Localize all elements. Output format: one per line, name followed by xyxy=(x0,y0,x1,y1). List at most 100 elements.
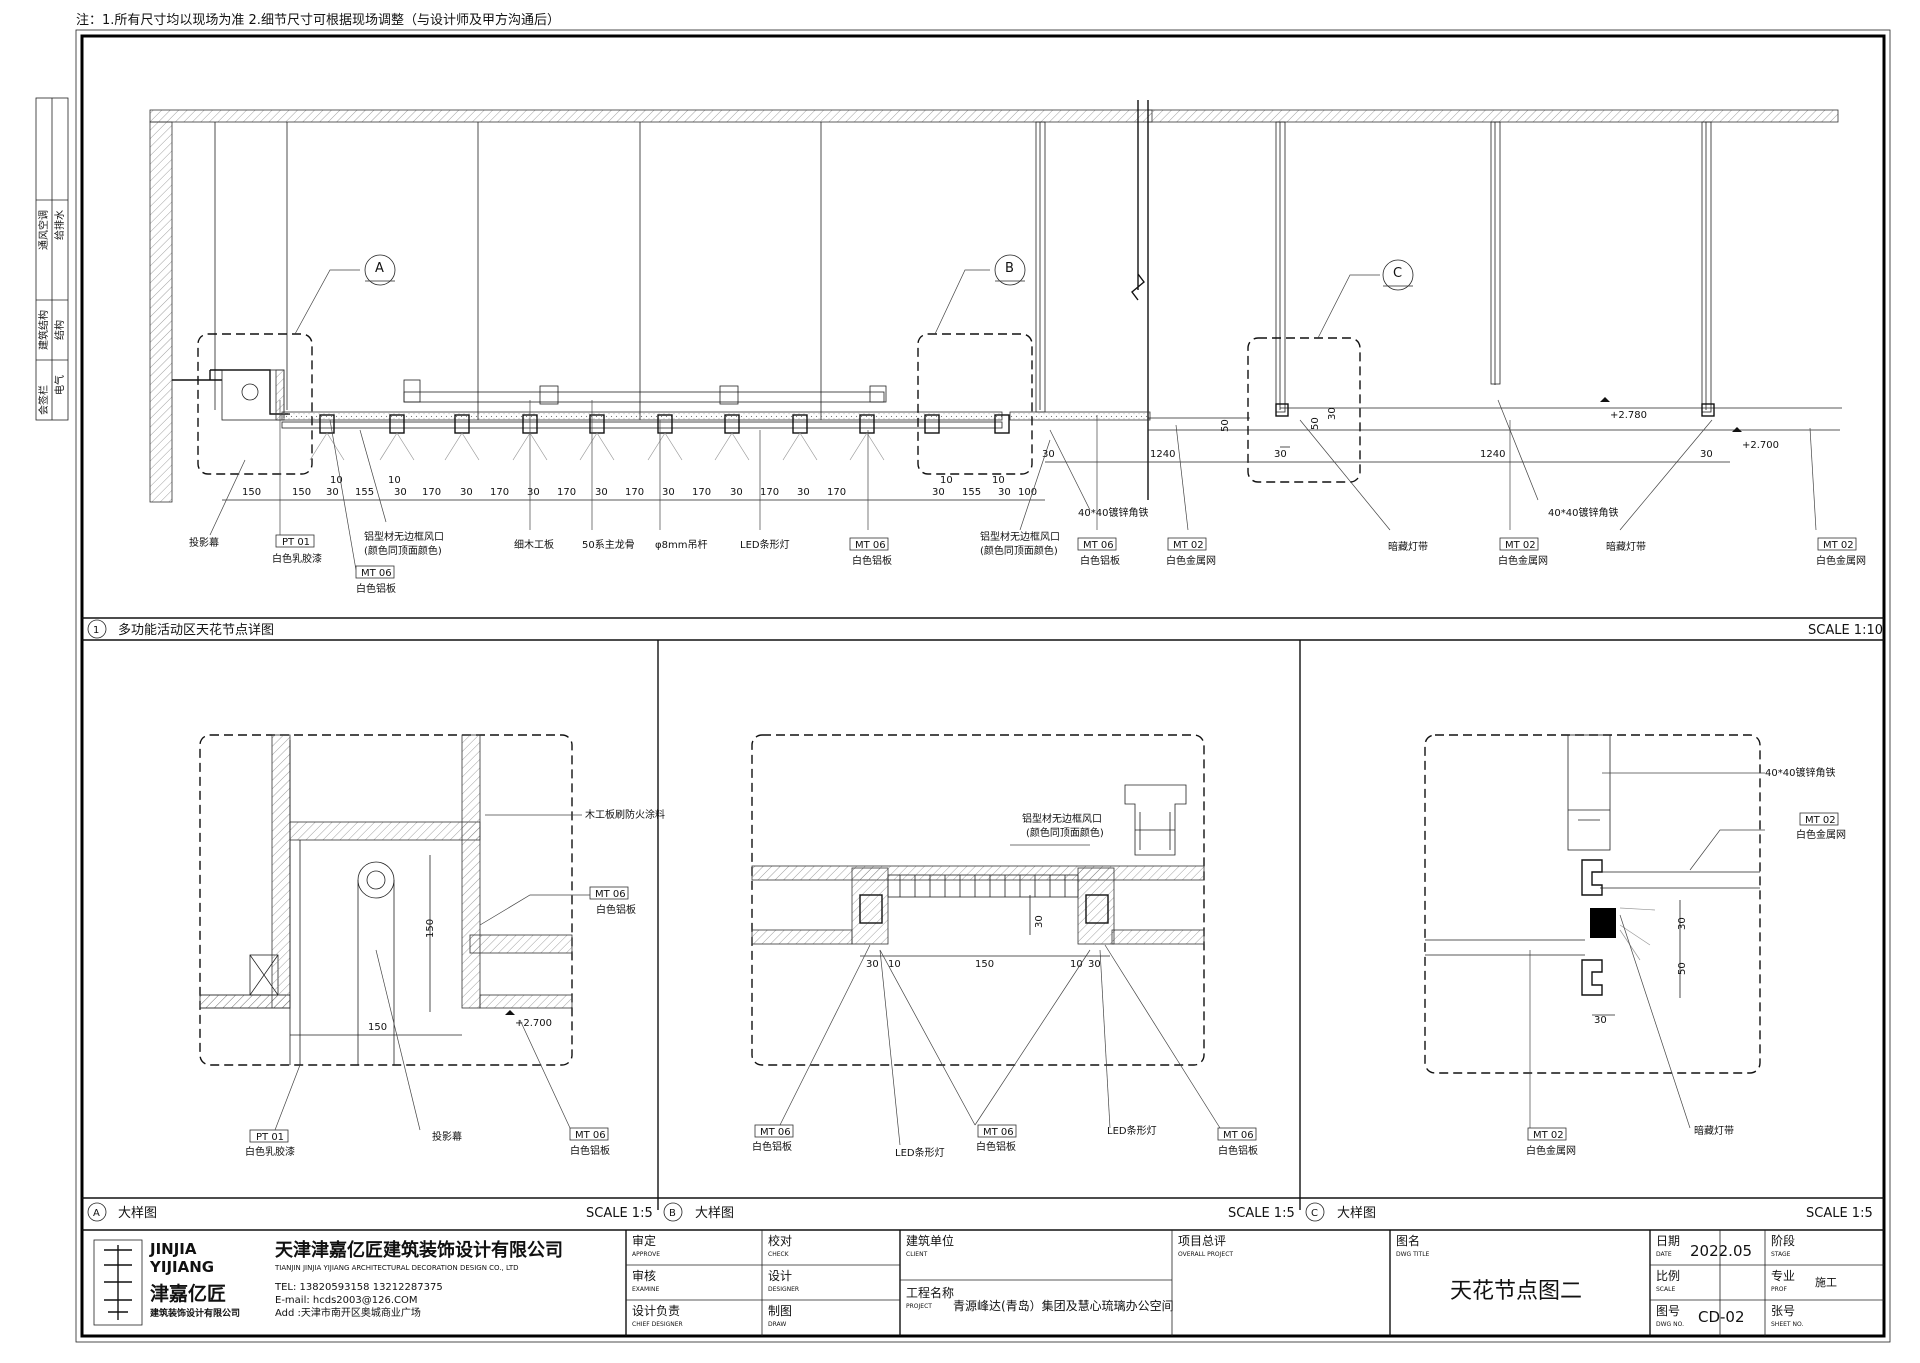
code-pt01: PT 01 xyxy=(282,537,310,548)
panel-b-label-aluminum-a: 白色铝板 xyxy=(752,1140,792,1153)
tb-project-name: 青源峰达(青岛）集团及慧心琉璃办公空间 xyxy=(953,1298,1174,1313)
label-air-vent-b-note: (颜色同顶面颜色) xyxy=(980,544,1058,557)
label-hidden-light-b: 暗藏灯带 xyxy=(1606,540,1646,553)
dim-170a: 170 xyxy=(422,487,441,498)
panel-b-number: B xyxy=(669,1208,676,1219)
dim-30i: 30 xyxy=(932,487,945,498)
label-air-vent-a-note: (颜色同顶面颜色) xyxy=(364,544,442,557)
panel-a-label-aluminum-a: 白色铝板 xyxy=(596,903,636,916)
code-mt02-a: MT 02 xyxy=(1173,540,1204,551)
dim-10d: 10 xyxy=(992,475,1005,486)
left-wall xyxy=(149,121,173,503)
callout-label-a: A xyxy=(375,261,384,276)
label-white-mesh-b: 白色金属网 xyxy=(1498,554,1548,567)
tb-sheet-cn: 张号 xyxy=(1771,1304,1795,1318)
panel-c-dim-50: 50 xyxy=(1677,962,1688,975)
panel-b-label-air-vent-note: (颜色同顶面颜色) xyxy=(1026,826,1104,839)
dim-30m: 30 xyxy=(1700,449,1713,460)
dim-30e: 30 xyxy=(595,487,608,498)
dim-170b: 170 xyxy=(490,487,509,498)
panel-a-dim-150-vertical: 150 xyxy=(425,919,436,938)
strip-label-plumbing: 给排水 xyxy=(53,210,66,240)
dim-100: 100 xyxy=(1018,487,1037,498)
tb-client-en: CLIENT xyxy=(906,1251,928,1258)
panel-b-code-mt06-b: MT 06 xyxy=(983,1127,1014,1138)
ceiling-slab-right xyxy=(1147,109,1839,123)
tb-designer-cn: 设计 xyxy=(768,1269,792,1283)
sheet-outer-border xyxy=(75,29,1891,1343)
dim-10b: 10 xyxy=(388,475,401,486)
tb-dwgtitle-cn: 图名 xyxy=(1396,1233,1420,1248)
company-tel: TEL: 13820593158 13212287375 xyxy=(274,1282,443,1293)
dim-155b: 155 xyxy=(962,487,981,498)
tb-dwgno-cn: 图号 xyxy=(1656,1304,1680,1318)
label-white-mesh-c: 白色金属网 xyxy=(1816,554,1866,567)
tb-date-en: DATE xyxy=(1656,1251,1672,1258)
panel-a-number-circle xyxy=(87,1202,107,1222)
tb-project-cn: 工程名称 xyxy=(906,1285,954,1300)
panel-b-dim-30-vertical: 30 xyxy=(1034,915,1045,928)
panel-a-label-fireproof: 木工板刷防火涂料 xyxy=(585,808,665,821)
dim-30d: 30 xyxy=(527,487,540,498)
callout-bubble-c xyxy=(1382,259,1414,291)
tb-stage-en: STAGE xyxy=(1771,1251,1791,1258)
tb-scale-cn: 比例 xyxy=(1656,1269,1680,1283)
label-blockboard: 细木工板 xyxy=(514,538,554,551)
callout-box-c xyxy=(1247,337,1361,483)
label-angle-steel-a: 40*40镀锌角铁 xyxy=(1078,506,1148,519)
dim-1240b: 1240 xyxy=(1480,449,1505,460)
panel-a-label-latex: 白色乳胶漆 xyxy=(245,1145,295,1158)
panel-c-drawing xyxy=(1424,734,1761,1074)
tb-project-en: PROJECT xyxy=(906,1303,932,1310)
panel-a-code-pt01: PT 01 xyxy=(256,1132,284,1143)
label-air-vent-b: 铝型材无边框风口 xyxy=(980,530,1060,543)
tb-prof: 施工 xyxy=(1815,1276,1837,1289)
section-1-number-circle xyxy=(87,619,107,639)
section-1-drawing: A B C xyxy=(149,100,1842,503)
panel-c-dim-30-vertical: 30 xyxy=(1677,917,1688,930)
tb-examine-cn: 审核 xyxy=(632,1268,656,1283)
panel-b-scale: SCALE 1:5 xyxy=(1228,1206,1295,1221)
tb-designer-en: DESIGNER xyxy=(768,1286,799,1293)
panel-c-code-mt02-b: MT 02 xyxy=(1533,1130,1564,1141)
tb-date-cn: 日期 xyxy=(1656,1234,1680,1248)
panel-c-dim-30-horizontal: 30 xyxy=(1594,1015,1607,1026)
dim-30l: 30 xyxy=(1274,449,1287,460)
tb-overall-cn: 项目总评 xyxy=(1178,1234,1226,1248)
dim-1240a: 1240 xyxy=(1150,449,1175,460)
panel-b-dim-150: 150 xyxy=(975,959,994,970)
panel-c-label-mesh-b: 白色金属网 xyxy=(1526,1144,1576,1157)
panel-b-drawing xyxy=(751,734,1205,1066)
title-block: JINJIA YIJIANG 津嘉亿匠 建筑装饰设计有限公司 天津津嘉亿匠建筑装… xyxy=(93,1230,1884,1336)
label-angle-steel-b: 40*40镀锌角铁 xyxy=(1548,506,1618,519)
strip-label-architecture: 建筑结构 xyxy=(37,310,50,350)
logo-mark xyxy=(93,1239,143,1326)
logo-subtitle: 建筑装饰设计有限公司 xyxy=(150,1307,240,1319)
company-name-en: TIANJIN JINJIA YIJIANG ARCHITECTURAL DEC… xyxy=(274,1264,519,1272)
company-address: Add :天津市南开区奥城商业广场 xyxy=(275,1306,421,1319)
company-email: E-mail: hcds2003@126.COM xyxy=(275,1295,418,1306)
label-white-aluminum-b: 白色铝板 xyxy=(852,554,892,567)
dim-30f: 30 xyxy=(662,487,675,498)
callout-box-a xyxy=(197,333,313,475)
section-1-dimensions: 150 150 10 30 155 10 30 170 30 170 30 17… xyxy=(242,397,1779,498)
label-white-aluminum-a: 白色铝板 xyxy=(356,582,396,595)
label-hanging-rod: φ8mm吊杆 xyxy=(655,539,707,551)
tb-examine-en: EXAMINE xyxy=(632,1286,659,1293)
panel-a-label-aluminum-b: 白色铝板 xyxy=(570,1144,610,1157)
section-1-title: 多功能活动区天花节点详图 xyxy=(118,622,274,638)
tb-dwgno-en: DWG NO. xyxy=(1656,1321,1684,1328)
panel-a-title: 大样图 xyxy=(118,1206,157,1221)
panel-b-code-mt06-c: MT 06 xyxy=(1223,1130,1254,1141)
panel-b-dim-30-left: 30 xyxy=(866,959,879,970)
callout-bubble-b xyxy=(994,254,1026,286)
section-1-number: 1 xyxy=(93,625,99,636)
code-mt06-b: MT 06 xyxy=(855,540,886,551)
panel-b-label-aluminum-b: 白色铝板 xyxy=(976,1140,1016,1153)
code-mt06-a: MT 06 xyxy=(361,568,392,579)
panel-a-number: A xyxy=(93,1208,100,1219)
logo-text-en-1: JINJIA xyxy=(149,1240,197,1258)
tb-approve-en: APPROVE xyxy=(632,1251,660,1258)
dim-30c: 30 xyxy=(460,487,473,498)
tb-sheet-en: SHEET NO. xyxy=(1771,1321,1803,1328)
